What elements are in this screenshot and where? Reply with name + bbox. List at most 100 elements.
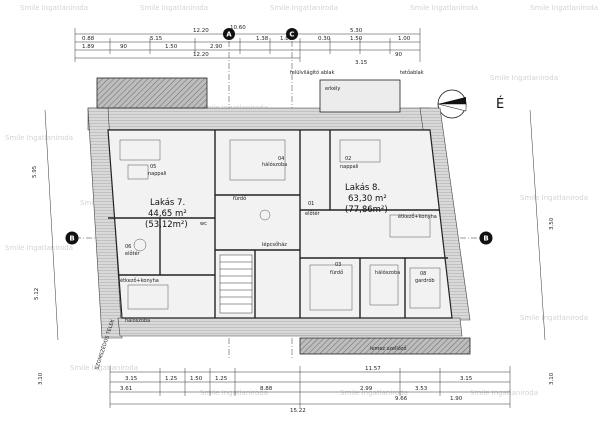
bottom-dimension-text: 3.15 1.25 1.50 1.25 11.57 3.15 3.61 8.88… (120, 366, 473, 414)
room-label: wc (200, 221, 207, 227)
room-label: étkező+konyha (120, 277, 159, 284)
watermark: Smile Ingatlaniroda (520, 194, 588, 202)
room-label: fürdő (330, 270, 343, 276)
room-label: lépcsőház (262, 241, 287, 248)
watermark: Smile Ingatlaniroda (20, 4, 88, 12)
dim-left-v2: 5.12 (34, 288, 40, 300)
room-number: 03 (335, 262, 341, 268)
dim-second: 12.20 (193, 52, 209, 58)
room-label: fürdő (233, 196, 246, 202)
room-number: 01 (308, 201, 314, 207)
axis-a-marker (223, 28, 235, 40)
dim-top-small: 10.60 (230, 25, 246, 31)
axis-c-marker (286, 28, 298, 40)
watermark: Smile Ingatlaniroda (140, 4, 208, 12)
dim-bot9: 2.99 (360, 386, 373, 392)
room-label: előtér (125, 250, 141, 257)
watermark: Smile Ingatlaniroda (490, 74, 558, 82)
staircase (219, 254, 253, 314)
watermark: Smile Ingatlaniroda (200, 389, 268, 397)
dim-top-r8: 90 (120, 44, 127, 50)
watermark: Smile Ingatlaniroda (410, 4, 478, 12)
room-label: erkély (325, 85, 340, 92)
watermark: Smile Ingatlaniroda (470, 389, 538, 397)
dim-bot5: 11.57 (365, 366, 381, 372)
dim-top-r6: 1.50 (350, 36, 363, 42)
dim-bot13: 1.90 (450, 396, 463, 402)
dim-bot1: 3.15 (125, 376, 138, 382)
note-side: tetőablak (400, 70, 424, 76)
room-label: étkező+konyha (398, 213, 437, 220)
room-number: 06 (125, 244, 131, 250)
room-label: hálószoba (375, 269, 400, 276)
side-dimensions (44, 109, 546, 341)
dim-top-r10: 2.90 (210, 44, 223, 50)
dim-bot12: 15.22 (290, 408, 306, 414)
north-label: É (496, 96, 504, 112)
watermark: Smile Ingatlaniroda (70, 364, 138, 372)
axis-b-right-marker (479, 231, 493, 245)
room-number: 05 (150, 164, 156, 170)
room-label: hálószoba (125, 317, 150, 324)
dim-bot6: 3.15 (460, 376, 473, 382)
dim-bot7: 3.61 (120, 386, 132, 392)
room-labels: nappali hálószoba nappali fürdő erkély é… (120, 85, 437, 324)
top-dimensions (74, 28, 421, 62)
watermark: Smile Ingatlaniroda (340, 389, 408, 397)
note-bottom: lemez szellőző (370, 346, 406, 352)
apt7-title: Lakás 7. (150, 198, 185, 208)
dim-bot10: 3.53 (415, 386, 428, 392)
axis-a-label: A (226, 31, 232, 39)
dim-top-total: 12.20 (193, 28, 209, 34)
room-label: gardrób (415, 277, 435, 284)
dim-right-v1: 3.50 (549, 217, 555, 230)
axis-b-left-marker (65, 231, 79, 245)
apt8-title: Lakás 8. (345, 183, 380, 193)
apt7-area: 44,65 m² (148, 209, 187, 219)
dim-top-r2: 5.15 (150, 36, 163, 42)
axis-c-label: C (289, 31, 294, 39)
dim-top-r3: 1.38 (256, 36, 269, 42)
room-number: 02 (345, 156, 351, 162)
apartment-7-label: Lakás 7. 44,65 m² (53,12m²) (145, 198, 188, 230)
dim-top-r9: 1.50 (165, 44, 178, 50)
dim-top-r1: 0.88 (82, 36, 95, 42)
apt7-area-alt: (53,12m²) (145, 220, 188, 230)
dim-right-d: 90 (395, 52, 402, 58)
dim-top-r5: 0.30 (318, 36, 331, 42)
apt8-area-alt: (77,86m²) (345, 205, 388, 215)
dim-left-v1: 5.95 (32, 165, 38, 178)
watermark: Smile Ingatlaniroda (520, 314, 588, 322)
furniture (119, 139, 441, 311)
room-label: nappali (340, 164, 358, 170)
dim-right-b: 1.00 (398, 36, 411, 42)
interior (107, 129, 453, 319)
axis-b-right-label: B (483, 235, 488, 243)
dim-left-v3: 3.10 (38, 372, 44, 385)
watermark: Smile Ingatlaniroda (530, 4, 598, 12)
bottom-dimensions (109, 366, 511, 408)
dim-right-a: 5.30 (350, 28, 363, 34)
room-label: hálószoba (262, 161, 287, 168)
room-label: előtér (305, 210, 321, 217)
north-arrow-icon: É (437, 89, 504, 119)
top-dimension-text: 12.20 10.60 0.88 5.15 1.38 1.80 0.30 1.5… (82, 25, 411, 66)
dim-bot8: 8.88 (260, 386, 273, 392)
dim-bot3: 1.50 (190, 376, 203, 382)
dim-top-r7: 1.89 (82, 44, 95, 50)
room-label: nappali (148, 171, 166, 177)
watermark: Smile Ingatlaniroda (270, 4, 338, 12)
dim-bot11: 9.66 (395, 396, 408, 402)
axis-b-left-label: B (69, 235, 74, 243)
dim-bot2: 1.25 (165, 376, 178, 382)
watermark: Smile Ingatlaniroda (5, 134, 73, 142)
dim-top-r4: 1.80 (280, 36, 293, 42)
watermark: Smile Ingatlaniroda (5, 244, 73, 252)
room-number: 04 (278, 156, 284, 162)
note-top: felülvilágító ablak (290, 69, 334, 76)
apt8-area: 63,30 m² (348, 194, 387, 204)
room-number: 08 (420, 271, 426, 277)
dim-right-v2: 3.10 (549, 372, 555, 385)
apartment-8-label: Lakás 8. 63,30 m² (77,86m²) (345, 183, 388, 215)
